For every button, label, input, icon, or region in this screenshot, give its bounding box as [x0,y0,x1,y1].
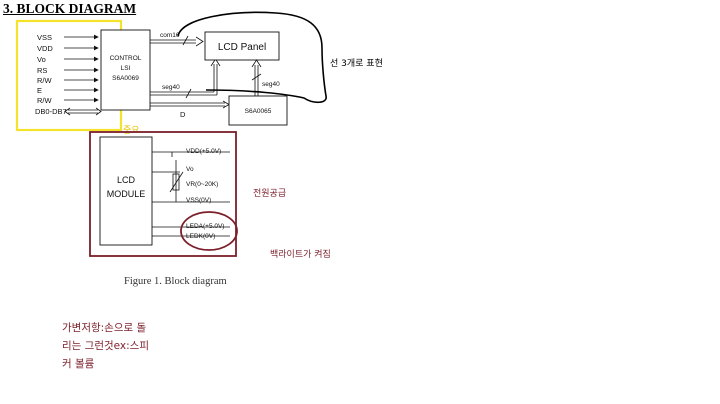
power-note: 전원공급 [253,188,286,199]
module-pin-vo: Vo [186,166,194,173]
driver-label: S6A0065 [245,108,272,115]
d-bus [150,100,230,109]
module-pin-ledk: LEDK(0V) [186,233,215,240]
bottom-note-line-2: 리는 그런것ex:스피 [62,340,149,352]
handdrawn-loop [177,11,327,104]
driver-box [228,95,288,126]
lcd-panel-box [204,31,280,61]
bottom-note-line-1: 가변저항:손으로 돌 [62,322,147,334]
com16-label: com16 [160,32,180,39]
lcd-panel-label: LCD Panel [218,42,266,53]
pin-label-vo: Vo [37,55,46,64]
module-outline [89,131,237,257]
line-note: 선 3개로 표현 [330,58,383,69]
pin-label-vdd: VDD [37,44,53,53]
controller-label-3: S6A0069 [112,75,139,82]
pin-labels: VSS VDD Vo RS R/W E R/W DB0-DB7 [35,33,67,116]
pin-label-vss: VSS [37,33,52,42]
module-box [99,136,153,246]
controller-label-1: CONTROL [110,55,142,62]
com16-bus [150,35,204,47]
pin-label-e: E [37,86,42,95]
pin-label-rw-1: R/W [37,76,53,85]
module-pin-lines [152,151,230,237]
pin-lines [64,34,102,116]
backlight-circle [180,211,238,251]
module-pin-vr: VR(0~20K) [186,181,218,188]
pin-label-rs: RS [37,66,47,75]
module-pin-vss: VSS(0V) [186,197,211,204]
figure-caption: Figure 1. Block diagram [124,276,227,287]
pin-label-rw-2: R/W [37,96,53,105]
controller-box [100,29,151,111]
backlight-note: 백라이트가 켜짐 [270,249,331,260]
pin-label-db0-db7: DB0-DB7 [35,107,67,116]
yellow-note: 중요 [123,125,140,136]
module-pin-vdd: VDD(+5.0V) [186,148,221,155]
section-heading: 3. BLOCK DIAGRAM [3,1,137,16]
controller-label-2: LSI [121,65,131,72]
module-pin-leda: LEDA(+5.0V) [186,223,224,230]
module-label-1: LCD [117,175,136,185]
bottom-note-line-3: 커 볼륨 [62,358,95,370]
module-label-2: MODULE [107,189,146,199]
seg40-label: seg40 [162,84,180,91]
d-label: D [180,110,186,119]
driver-seg40-label: seg40 [262,81,280,88]
seg40-bus [150,58,221,99]
driver-seg40-bus [251,59,262,96]
